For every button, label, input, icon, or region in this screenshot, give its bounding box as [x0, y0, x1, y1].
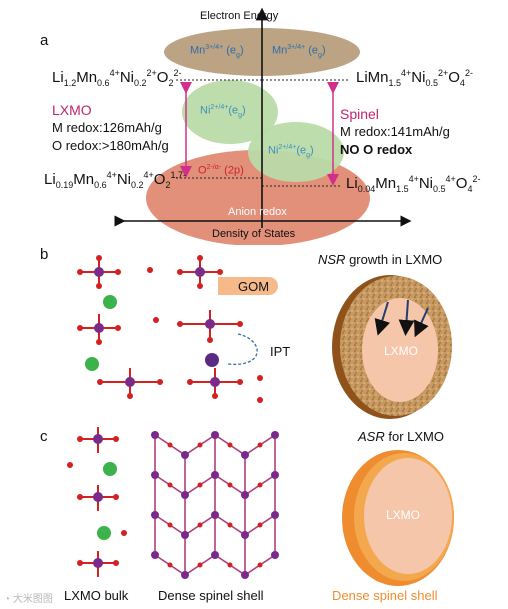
panel-c-letter: c: [40, 428, 48, 445]
asr-title: ASR for LXMO: [358, 429, 444, 444]
lxmo-title: LXMO: [52, 102, 92, 118]
ni-band-upper: [182, 80, 278, 144]
bulk-mn-atoms: [93, 434, 103, 568]
watermark: ◔ 大米图图: [4, 594, 53, 605]
panel-a-letter: a: [40, 32, 49, 49]
li-atoms: [85, 295, 117, 371]
asr-disc-label: LXMO: [386, 508, 421, 522]
ni-band-lower: [248, 122, 344, 182]
o-atoms: [77, 255, 263, 403]
o-band-label: O2-/α- (2p): [198, 164, 244, 177]
lxmo-m-redox: M redox:126mAh/g: [52, 120, 162, 135]
asr-disc: [342, 450, 454, 586]
nsr-crystal-structure: [77, 255, 263, 403]
spinel-no-o-redox: NO O redox: [340, 142, 413, 157]
mno6-octahedra: [80, 258, 240, 396]
mn-band-label-right: Mn3+/4+ (eg): [272, 44, 326, 59]
label-dense-spinel-shell-orange: Dense spinel shell: [332, 588, 438, 603]
spinel-title: Spinel: [340, 106, 379, 122]
nsr-title: NSR growth in LXMO: [318, 252, 443, 267]
ni-band-label-lower: Ni2+/4+(eg): [268, 144, 314, 159]
ni-band-label-upper: Ni2+/4+(eg): [200, 104, 246, 119]
mn-atoms: [94, 267, 220, 387]
ipt-dashed-arrow: [227, 333, 258, 365]
formula-bottom-right: Li0.04Mn1.54+Ni0.54+O42-: [346, 174, 481, 194]
panel-b-letter: b: [40, 246, 49, 263]
mn-band-label-left: Mn3+/4+ (eg): [190, 44, 244, 59]
spinel-m-redox: M redox:141mAh/g: [340, 124, 450, 139]
formula-top-left: Li1.2Mn0.64+Ni0.22+O22-: [52, 68, 182, 88]
anion-redox-label: Anion redox: [228, 206, 287, 218]
migrating-tm-atom: [205, 353, 219, 367]
axis-dos-label: Density of States: [212, 228, 296, 240]
asr-crystal-structure: [67, 427, 279, 579]
nsr-disc: [332, 275, 452, 419]
spinel-o-atoms: [167, 442, 263, 568]
label-lxmo-bulk: LXMO bulk: [64, 588, 129, 603]
bulk-o-atoms: [67, 436, 127, 566]
formula-top-right: LiMn1.54+Ni0.52+O42-: [356, 68, 473, 88]
gom-label: GOM: [238, 279, 270, 294]
watermark-icon: ◔: [4, 594, 11, 605]
spinel-mn-atoms: [151, 431, 279, 579]
ipt-label: IPT: [270, 344, 291, 359]
gom-tag: [218, 277, 278, 295]
label-dense-spinel-shell: Dense spinel shell: [158, 588, 264, 603]
bulk-li-atoms: [97, 462, 117, 540]
band-diagram: [114, 7, 412, 245]
lxmo-o-redox: O redox:>180mAh/g: [52, 138, 169, 153]
axis-energy-label: Electron Energy: [200, 10, 279, 22]
nsr-disc-label: LXMO: [384, 344, 419, 358]
formula-bottom-left: Li0.19Mn0.64+Ni0.24+O21.7-: [44, 170, 186, 190]
